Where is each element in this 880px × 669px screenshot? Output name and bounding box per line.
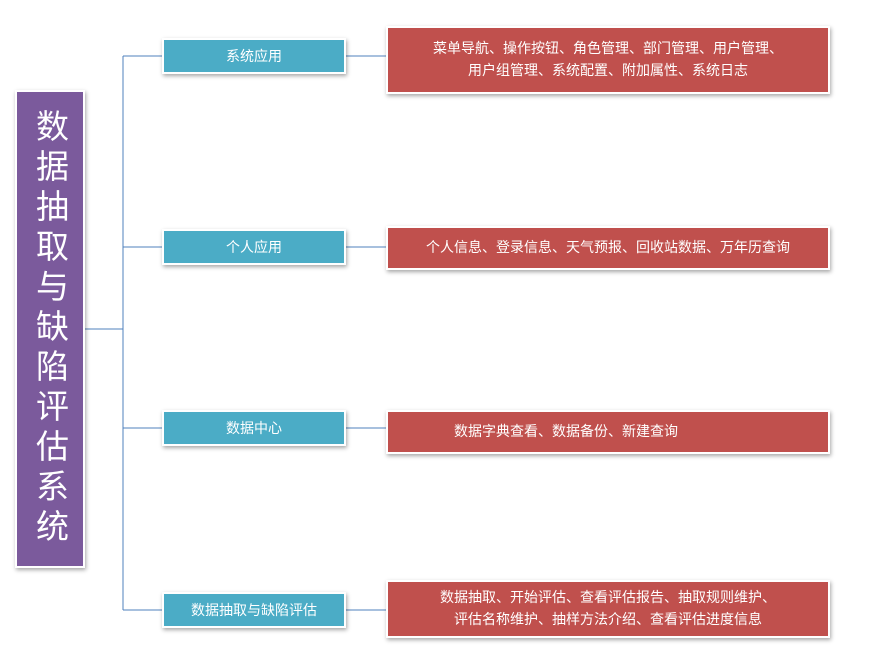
branch-node-system-apps: 系统应用	[162, 38, 346, 74]
detail-box-extraction-evaluation: 数据抽取、开始评估、查看评估报告、抽取规则维护、 评估名称维护、抽样方法介绍、查…	[386, 580, 830, 638]
detail-line: 数据抽取、开始评估、查看评估报告、抽取规则维护、	[440, 590, 776, 606]
detail-line: 菜单导航、操作按钮、角色管理、部门管理、用户管理、	[433, 41, 783, 57]
detail-line: 用户组管理、系统配置、附加属性、系统日志	[468, 63, 748, 79]
detail-line: 评估名称维护、抽样方法介绍、查看评估进度信息	[454, 612, 762, 628]
branch-node-personal-apps: 个人应用	[162, 229, 346, 265]
branch-label: 个人应用	[226, 240, 282, 256]
branch-label: 系统应用	[226, 49, 282, 65]
detail-box-data-center: 数据字典查看、数据备份、新建查询	[386, 410, 830, 454]
branch-node-extraction-evaluation: 数据抽取与缺陷评估	[162, 592, 346, 628]
detail-box-system-apps: 菜单导航、操作按钮、角色管理、部门管理、用户管理、 用户组管理、系统配置、附加属…	[386, 26, 830, 94]
branch-label: 数据中心	[226, 421, 282, 437]
branch-node-data-center: 数据中心	[162, 410, 346, 446]
root-label: 数据抽取与缺陷评估系统	[30, 109, 70, 549]
detail-box-personal-apps: 个人信息、登录信息、天气预报、回收站数据、万年历查询	[386, 226, 830, 270]
root-node: 数据抽取与缺陷评估系统	[15, 90, 85, 568]
detail-line: 数据字典查看、数据备份、新建查询	[454, 424, 678, 440]
branch-label: 数据抽取与缺陷评估	[191, 603, 317, 619]
detail-line: 个人信息、登录信息、天气预报、回收站数据、万年历查询	[426, 240, 790, 256]
